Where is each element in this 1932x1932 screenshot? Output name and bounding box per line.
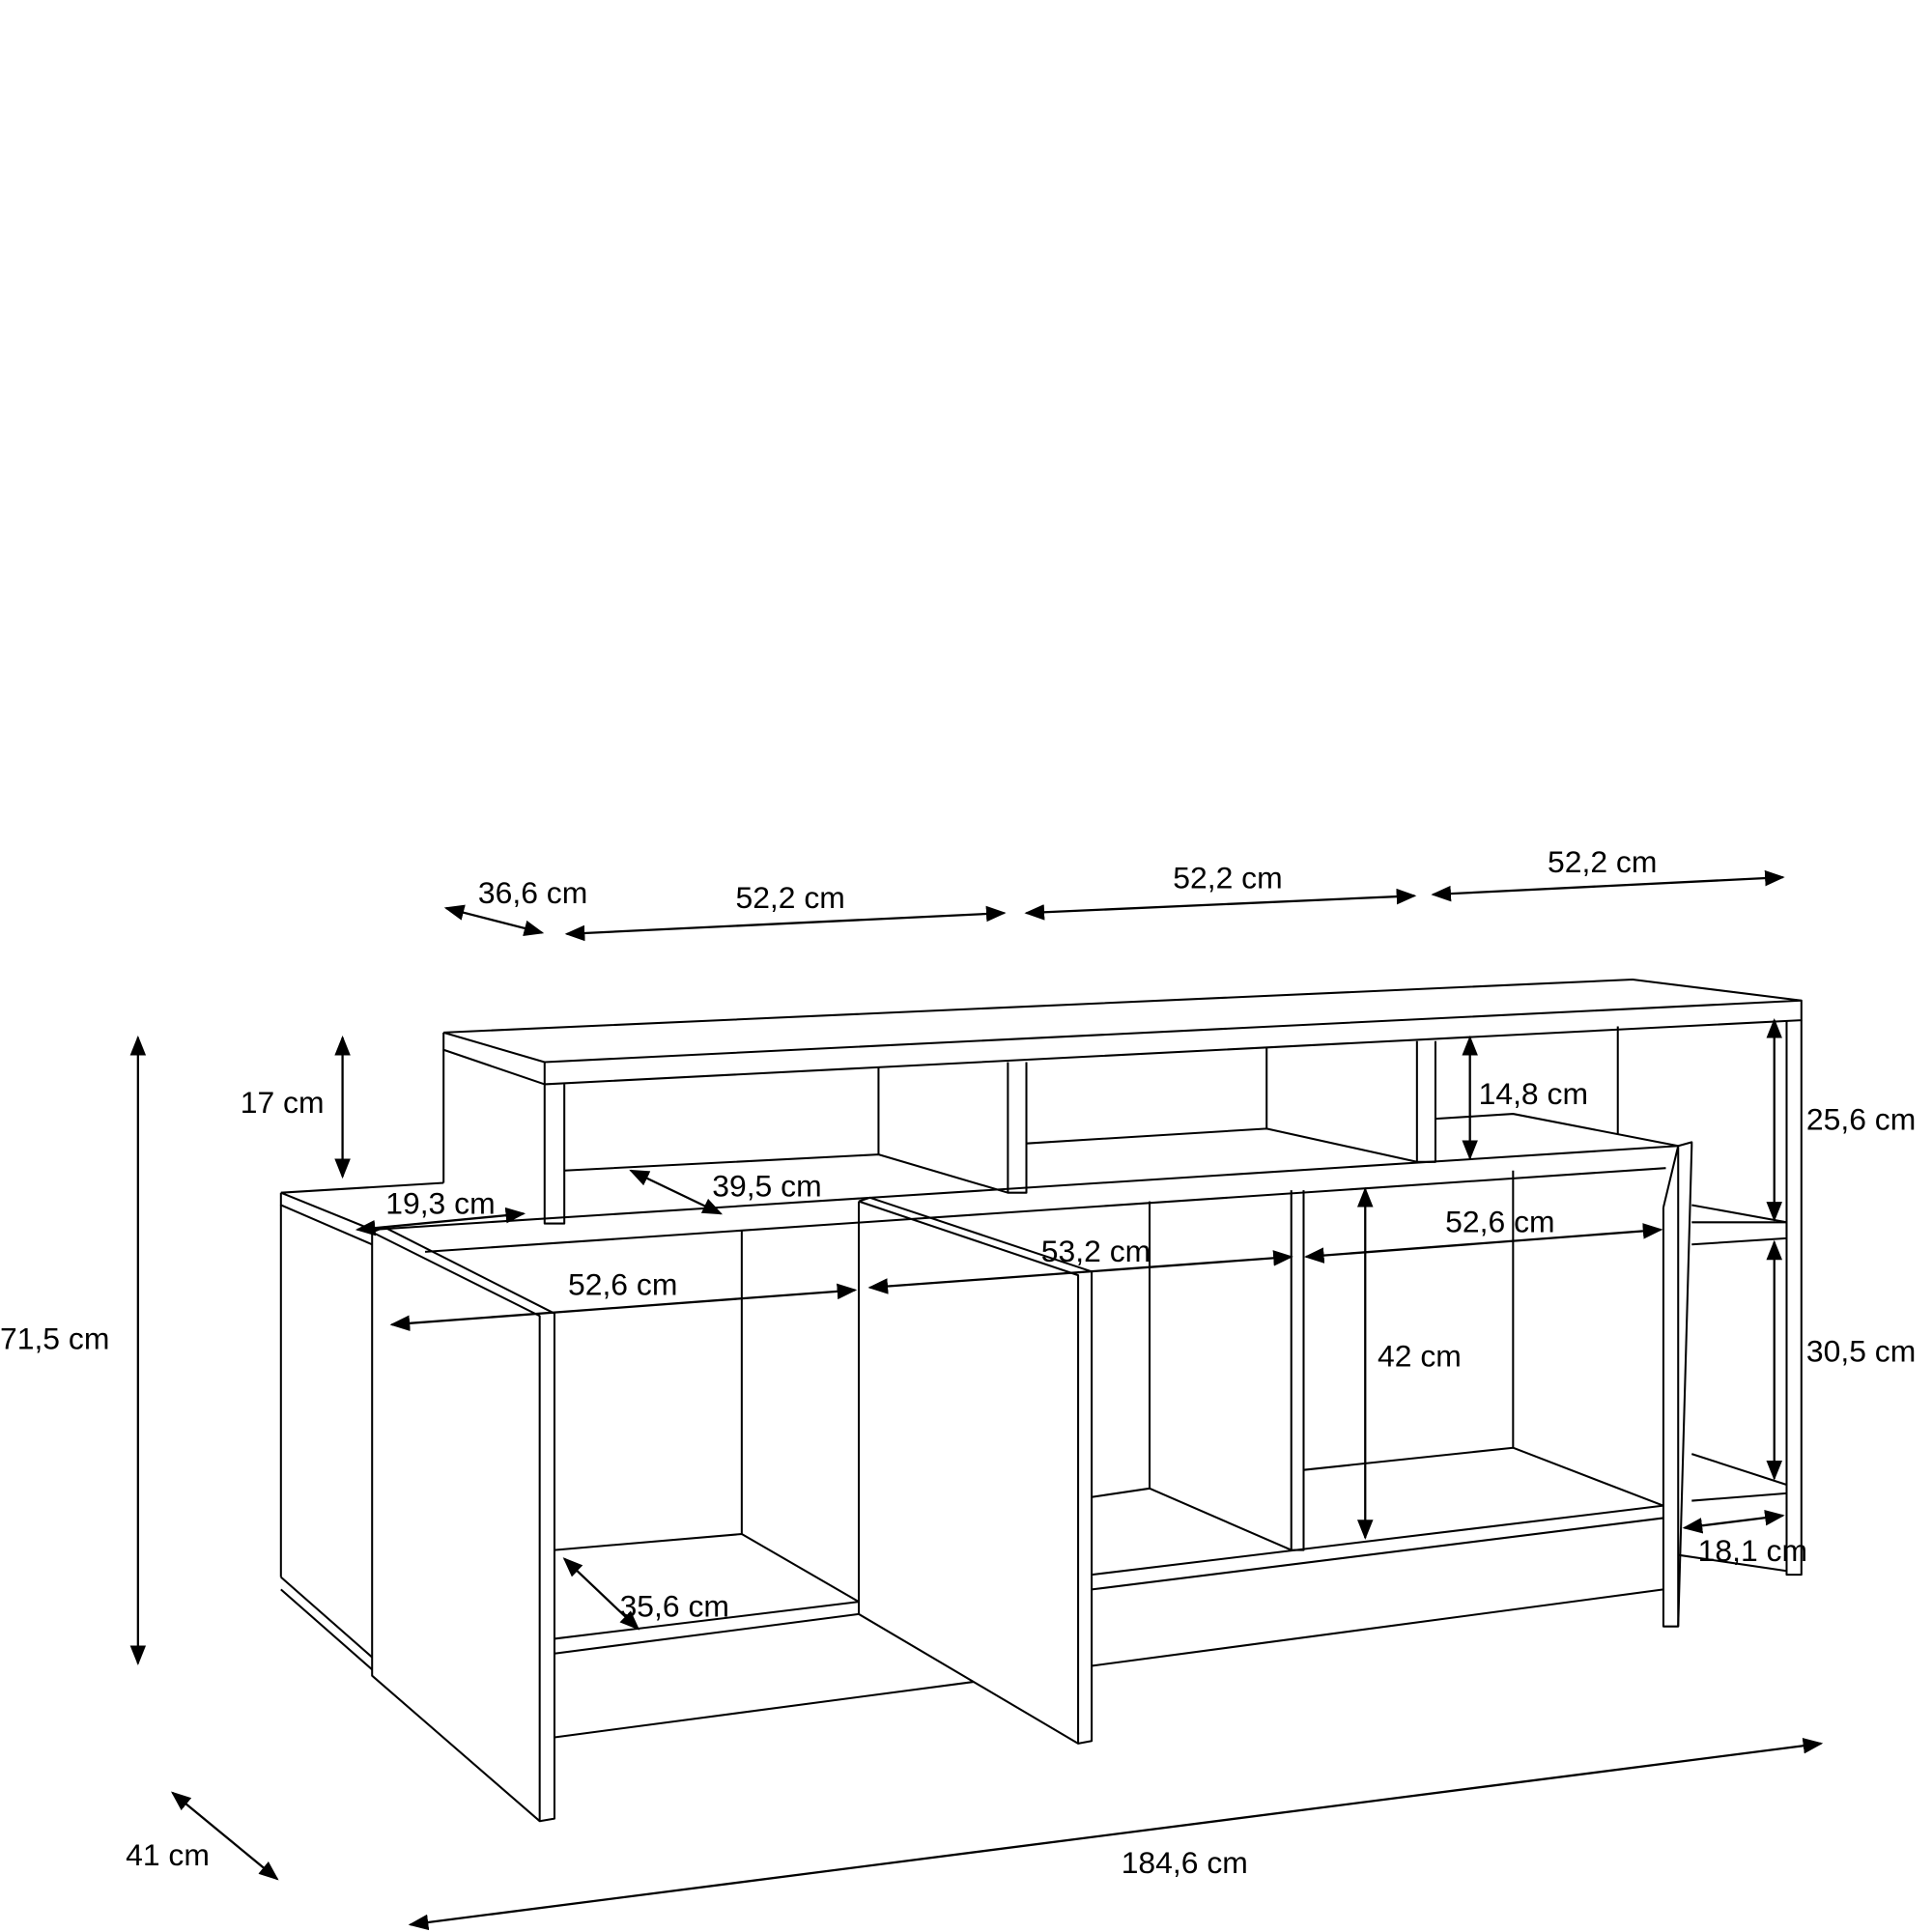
cabinet-outline [279, 979, 1803, 1823]
label-right-compartment-width: 52,6 cm [1445, 1205, 1554, 1239]
label-right-upper-height: 25,6 cm [1806, 1102, 1916, 1137]
label-side-shelf-depth: 18,1 cm [1698, 1533, 1807, 1568]
label-top-depth: 36,6 cm [478, 875, 587, 910]
label-compartment-height: 42 cm [1378, 1339, 1462, 1374]
label-total-width: 184,6 cm [1122, 1845, 1248, 1880]
label-right-lower-height: 30,5 cm [1806, 1333, 1916, 1368]
label-top-width-2: 52,2 cm [1173, 861, 1282, 895]
label-top-inner-height: 14,8 cm [1479, 1076, 1588, 1111]
dimension-labels: 36,6 cm 52,2 cm 52,2 cm 52,2 cm 17 cm 14… [0, 844, 1916, 1880]
label-left-compartment-width: 52,6 cm [568, 1267, 677, 1302]
label-top-width-1: 52,2 cm [735, 880, 844, 915]
label-top-inner-depth: 39,5 cm [712, 1169, 821, 1204]
label-total-height: 71,5 cm [0, 1321, 109, 1356]
label-top-width-3: 52,2 cm [1548, 844, 1657, 879]
label-total-depth: 41 cm [126, 1837, 210, 1872]
label-middle-compartment-width: 53,2 cm [1041, 1234, 1151, 1268]
label-top-height: 17 cm [241, 1085, 325, 1120]
label-shelf-depth-small: 19,3 cm [385, 1185, 495, 1220]
label-compartment-depth: 35,6 cm [620, 1588, 729, 1623]
dimension-lines [129, 869, 1824, 1931]
